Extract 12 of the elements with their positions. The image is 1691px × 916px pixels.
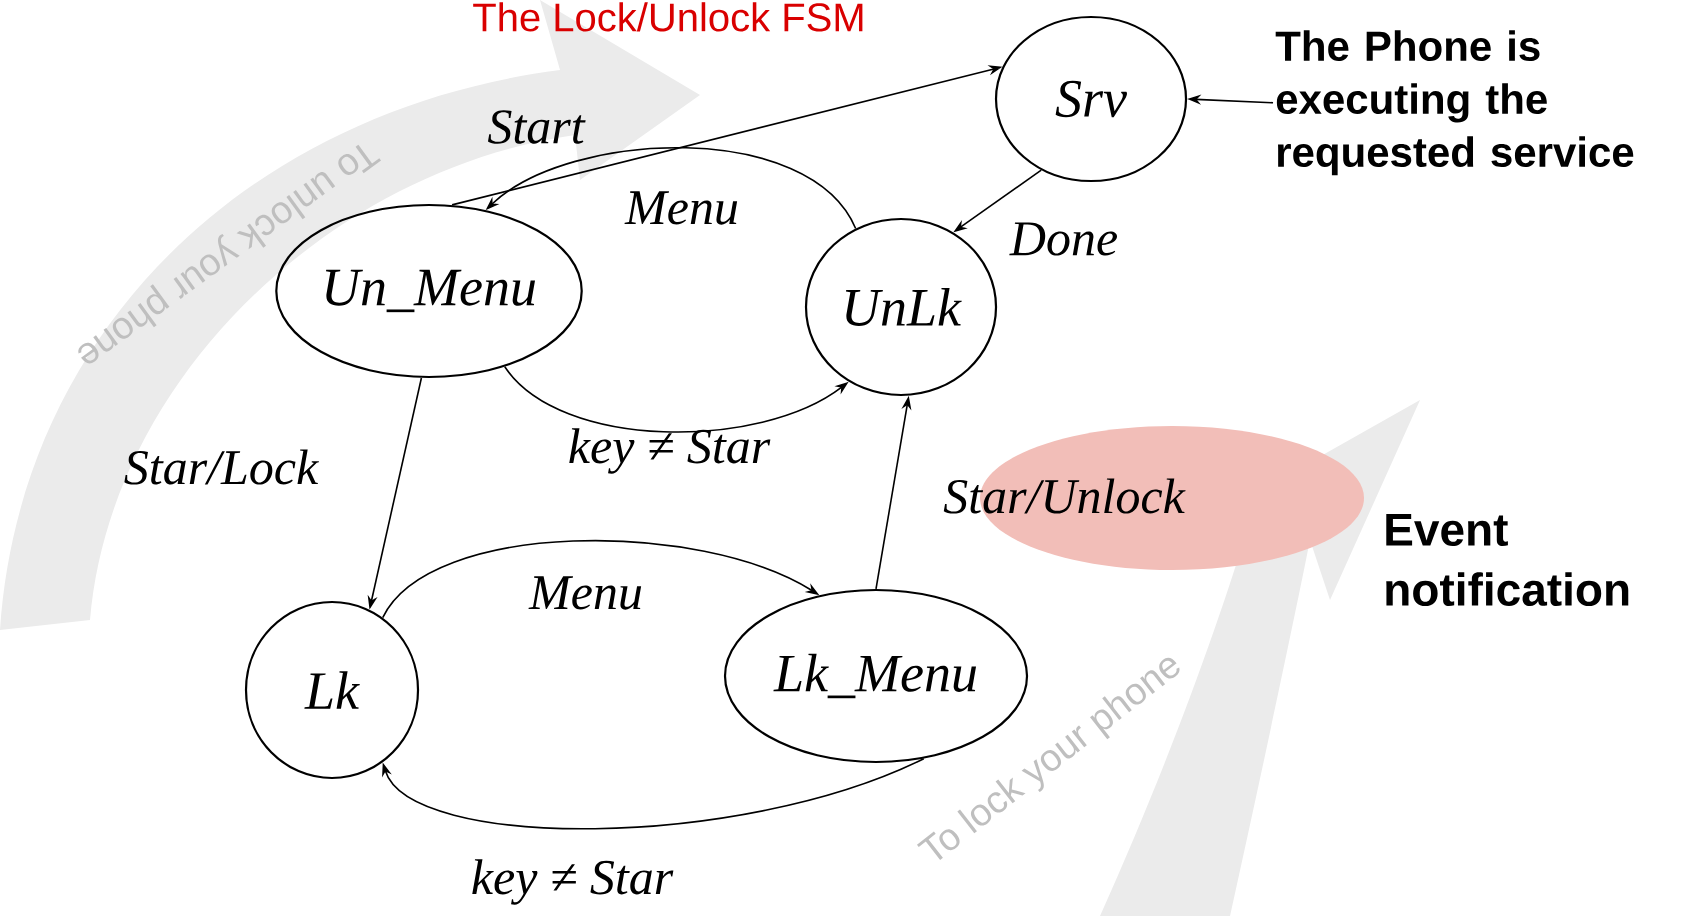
edge-label: key ≠ Star (569, 428, 771, 474)
edge-label: Star/Unlock (943, 478, 1186, 514)
note-text: Event notification (1386, 513, 1629, 607)
edge-label: Menu (528, 576, 642, 610)
edge-label: key ≠ Star (472, 859, 674, 905)
edge-label: Menu (624, 191, 738, 225)
title: The Lock/Unlock FSM (473, 2, 863, 32)
transition-arrow (382, 757, 925, 830)
edge-label: Done (1009, 222, 1118, 256)
note-text: The Phone is executing the requested service (1275, 30, 1634, 176)
edge-label: Star/Lock (124, 449, 319, 485)
edge-label: Start (487, 110, 586, 144)
